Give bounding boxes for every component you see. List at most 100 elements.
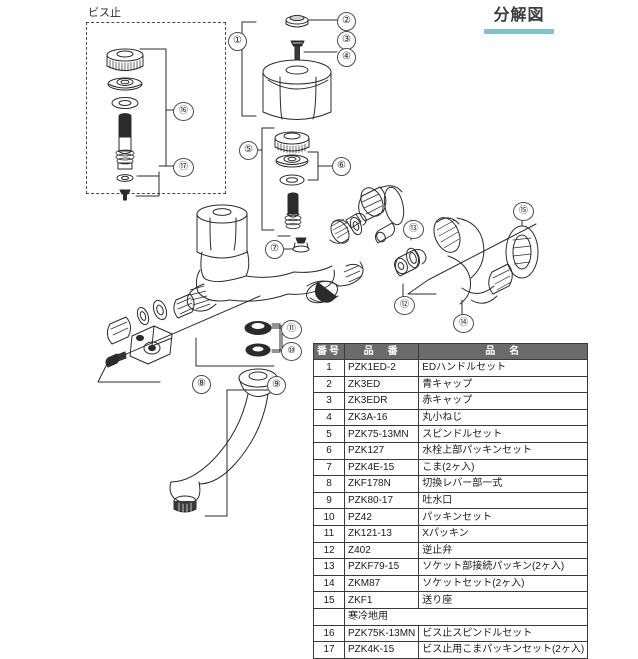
callout-16[interactable]: ⑯ [173, 102, 194, 121]
cell-name: 逆止弁 [418, 541, 589, 560]
cell-no: 5 [313, 425, 345, 443]
cell-code: ZKF1 [343, 591, 420, 609]
table-section-row: 寒冷地用 [313, 607, 589, 626]
cell-no: 10 [313, 508, 345, 526]
header-no: 番号 [313, 343, 345, 360]
cell-name: 赤キャップ [418, 392, 589, 410]
exploded-view-page: 分解図 ビス止 [86, 6, 589, 659]
cell-no: 4 [313, 408, 345, 427]
cell-code: PZKF79-15 [343, 558, 420, 576]
page-title-text: 分解図 [493, 7, 545, 24]
cell-name: 吐水口 [418, 491, 589, 510]
callout-11[interactable]: ⑪ [281, 320, 302, 339]
cell-name: EDハンドルセット [418, 359, 589, 377]
cell-name: ビス止用こまパッキンセット(2ヶ入) [418, 641, 589, 659]
table-header-row: 番号 品 番 品 名 [313, 343, 589, 360]
cell-code: PZK127 [343, 441, 420, 460]
callout-15[interactable]: ⑮ [513, 202, 534, 221]
cell-no: 9 [313, 491, 345, 510]
cell-code: ZK121-13 [343, 524, 420, 543]
cell-code: PZK4E-15 [343, 458, 420, 477]
header-name: 品 名 [418, 343, 589, 360]
cell-name: スピンドルセット [418, 425, 589, 443]
cell-code: ZK3A-16 [343, 408, 420, 427]
callout-17[interactable]: ⑰ [173, 158, 194, 177]
cell-no: 16 [313, 624, 345, 643]
cell-no: 17 [313, 641, 345, 659]
cell-no: 1 [313, 359, 345, 377]
callout-box-label: ビス止 [88, 7, 121, 19]
cell-name: Xパッキン [418, 524, 589, 543]
cell-name: ソケット部接続パッキン(2ヶ入) [418, 558, 589, 576]
cell-no: 11 [313, 524, 345, 543]
header-code: 品 番 [343, 343, 420, 360]
cell-name: 青キャップ [418, 375, 589, 394]
title-underline [484, 29, 554, 34]
cell-no: 12 [313, 541, 345, 560]
callout-7[interactable]: ⑦ [265, 240, 284, 259]
callout-10[interactable]: ⑩ [281, 342, 302, 361]
cell-code: ZKM87 [343, 574, 420, 593]
cell-no: 15 [313, 591, 345, 609]
cell-name: 丸小ねじ [418, 408, 589, 427]
cell-name: パッキンセット [418, 508, 589, 526]
cell-no: 8 [313, 475, 345, 493]
cell-code: ZK3ED [343, 375, 420, 394]
page-title: 分解図 [484, 6, 554, 34]
section-blank [418, 607, 589, 626]
cell-no: 2 [313, 375, 345, 394]
cell-code: ZK3EDR [343, 392, 420, 410]
callout-1[interactable]: ① [228, 32, 247, 51]
cell-code: PZK1ED-2 [343, 359, 420, 377]
cell-name: ソケットセット(2ヶ入) [418, 574, 589, 593]
cell-code: PZK80-17 [343, 491, 420, 510]
cell-name: ビス止スピンドルセット [418, 624, 589, 643]
callout-14[interactable]: ⑭ [453, 314, 474, 333]
cell-code: PZ42 [343, 508, 420, 526]
cell-no: 14 [313, 574, 345, 593]
cell-code: PZK75K-13MN [343, 624, 420, 643]
section-no [313, 607, 345, 626]
cell-code: PZK75-13MN [343, 425, 420, 443]
exploded-diagram-art [97, 14, 539, 517]
callout-box-screw-stop [86, 22, 226, 194]
cell-no: 13 [313, 558, 345, 576]
cell-code: Z402 [343, 541, 420, 560]
cell-name: こま(2ヶ入) [418, 458, 589, 477]
callout-8[interactable]: ⑧ [192, 375, 211, 394]
cell-code: ZKF178N [343, 475, 420, 493]
cell-code: PZK4K-15 [343, 641, 420, 659]
cell-no: 3 [313, 392, 345, 410]
callout-2[interactable]: ② [337, 12, 356, 31]
cell-name: 送り座 [418, 591, 589, 609]
cell-name: 水栓上部パッキンセット [418, 441, 589, 460]
cell-name: 切換レバー部一式 [418, 475, 589, 493]
section-label: 寒冷地用 [343, 607, 419, 626]
callout-13[interactable]: ⑬ [403, 220, 424, 239]
callout-12[interactable]: ⑫ [394, 296, 415, 315]
cell-no: 7 [313, 458, 345, 477]
callout-6[interactable]: ⑥ [332, 157, 351, 176]
callout-9[interactable]: ⑨ [267, 376, 286, 395]
callout-5[interactable]: ⑤ [239, 141, 258, 160]
callout-4[interactable]: ④ [337, 48, 356, 67]
cell-no: 6 [313, 441, 345, 460]
